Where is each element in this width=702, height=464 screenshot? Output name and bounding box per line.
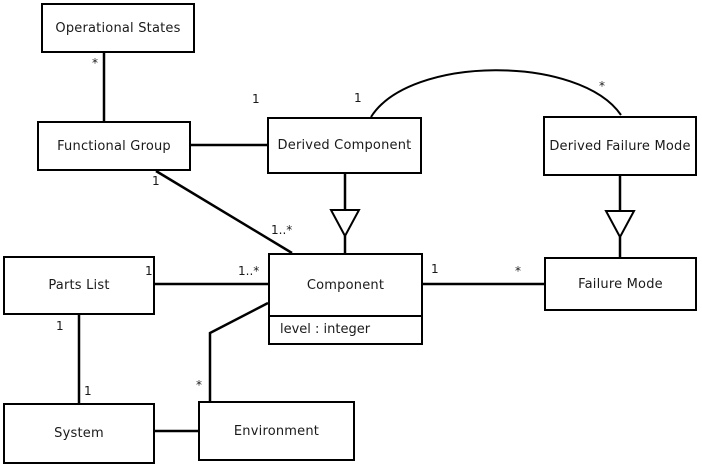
multiplicity-environment-component: * — [196, 378, 202, 392]
class-name: Operational States — [55, 20, 181, 36]
class-name: Parts List — [48, 278, 110, 293]
class-name: Derived Failure Mode — [549, 138, 691, 154]
class-functional-group[interactable]: Functional Group — [37, 121, 191, 171]
edge-functional-group-component — [155, 169, 293, 255]
edge-derived-component-derived-failure-mode — [370, 69, 622, 118]
multiplicity-derived-component-curve-source: 1 — [354, 91, 362, 105]
multiplicity-failure-mode-component: * — [515, 264, 521, 278]
multiplicity-component-failure-mode: 1 — [431, 262, 439, 276]
class-name: Derived Component — [277, 138, 412, 153]
class-name: Functional Group — [57, 138, 171, 154]
generalization-triangle-component — [329, 209, 361, 239]
multiplicity-system-parts-list: 1 — [84, 384, 92, 398]
class-parts-list[interactable]: Parts List — [3, 256, 155, 315]
class-derived-component[interactable]: Derived Component — [267, 117, 422, 174]
class-name: Environment — [233, 423, 320, 439]
multiplicity-parts-list-component: 1 — [145, 264, 153, 278]
class-attribute-level: level : integer — [270, 315, 421, 343]
generalization-triangle-failure-mode — [604, 210, 636, 240]
multiplicity-operational-states-functional-group: * — [92, 56, 98, 70]
class-failure-mode[interactable]: Failure Mode — [544, 257, 697, 311]
multiplicity-functional-group-derived-component: 1 — [252, 92, 260, 106]
multiplicity-parts-list-system: 1 — [56, 319, 64, 333]
class-name: Component — [306, 277, 385, 293]
class-component[interactable]: Component level : integer — [268, 253, 423, 345]
class-derived-failure-mode[interactable]: Derived Failure Mode — [543, 116, 697, 176]
edge-environment-component — [208, 301, 269, 401]
class-system[interactable]: System — [3, 403, 155, 464]
class-name: Failure Mode — [578, 276, 663, 292]
multiplicity-functional-group-component: 1 — [152, 174, 160, 188]
class-name: System — [54, 426, 104, 441]
multiplicity-component-parts-list: 1..* — [238, 264, 260, 278]
class-environment[interactable]: Environment — [198, 401, 355, 461]
multiplicity-derived-failure-mode-curve-target: * — [599, 79, 605, 93]
class-operational-states[interactable]: Operational States — [41, 3, 195, 53]
multiplicity-component-functional-group: 1..* — [271, 223, 293, 237]
